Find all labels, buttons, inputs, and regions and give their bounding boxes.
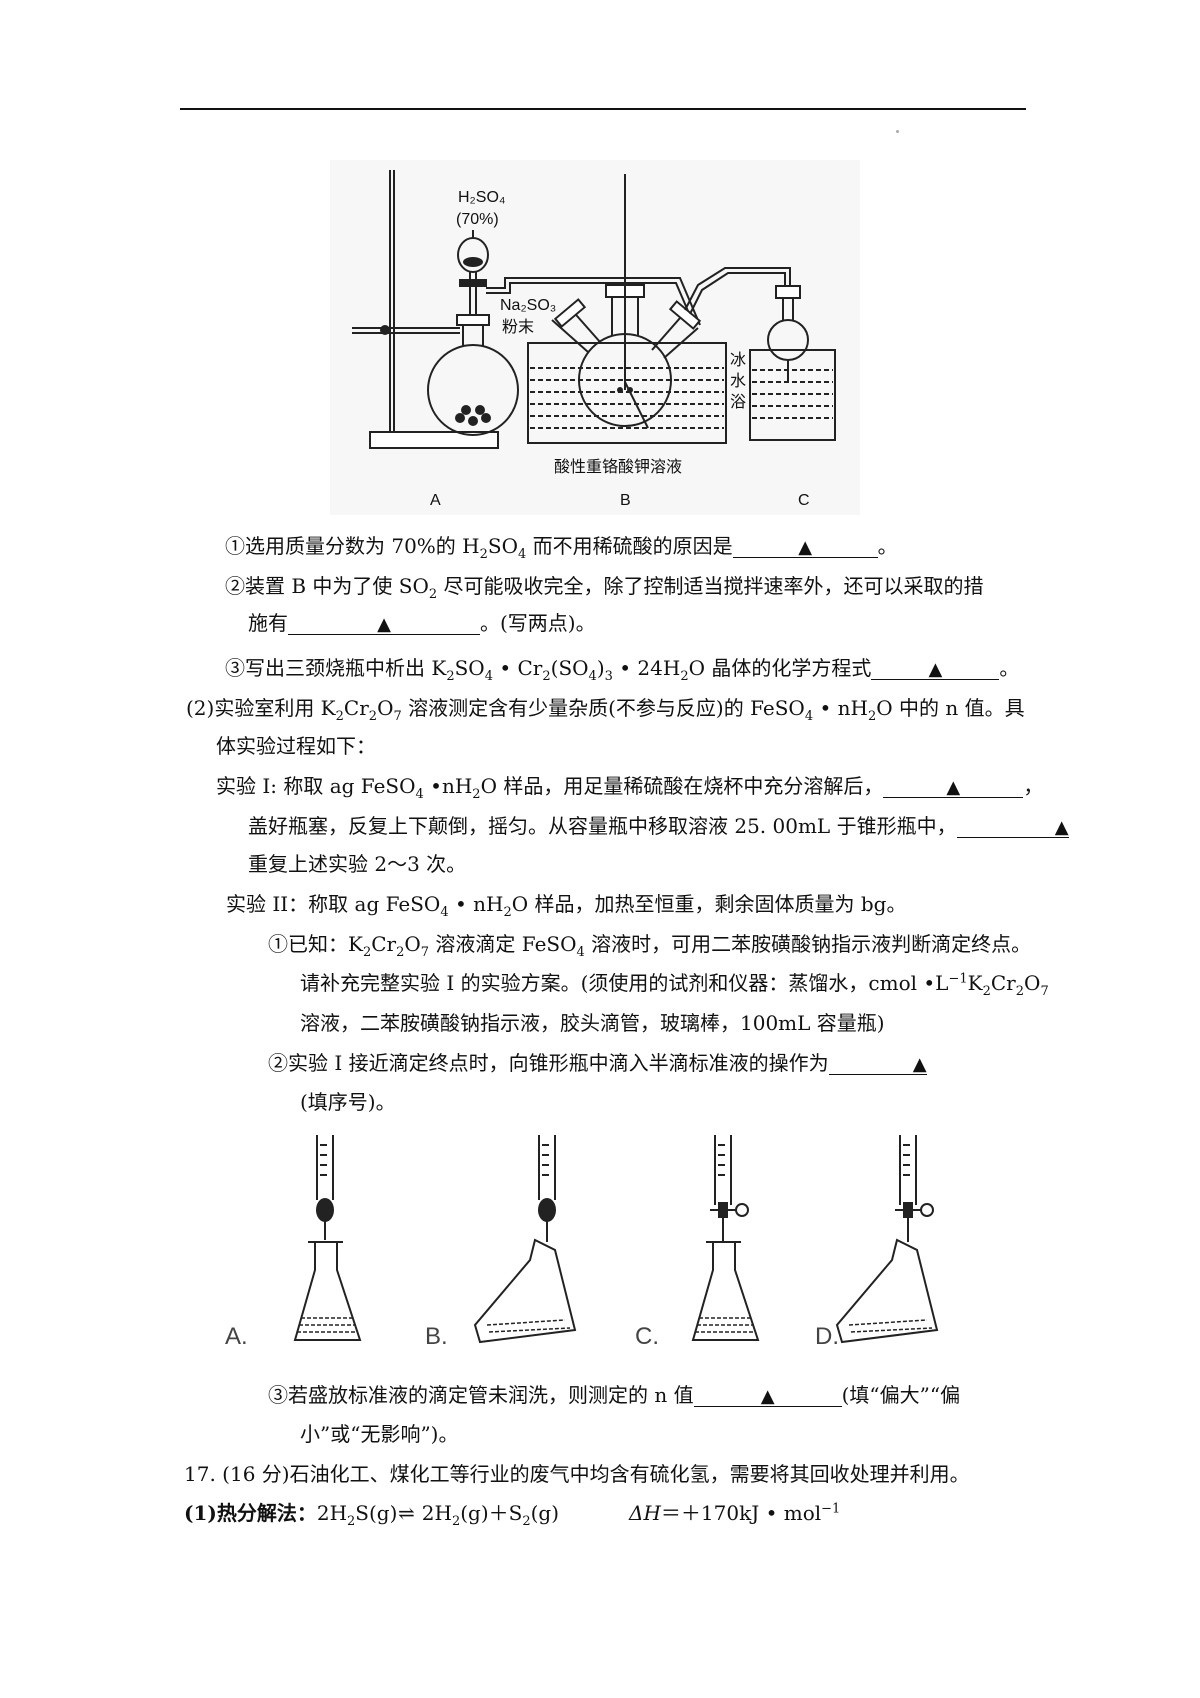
label-h2so4: H₂SO₄ [458, 189, 505, 206]
titration-options-figure: A. B. C. D. [225, 1135, 939, 1350]
option-b-label: B. [425, 1323, 448, 1350]
question-3b-line-2: 小”或“无影响”)。 [300, 1422, 459, 1446]
experiment-1-line-3: 重复上述实验 2～3 次。 [248, 852, 467, 876]
label-a: A [430, 492, 441, 509]
method-2-line-1: ②实验 I 接近滴定终点时，向锥形瓶中滴入半滴标准液的操作为▲ [268, 1051, 927, 1075]
answer-blank[interactable]: ▲ [288, 612, 480, 635]
answer-blank[interactable]: ▲ [883, 775, 1024, 798]
experiment-2: 实验 II：称取 ag FeSO4 • nH2O 样品，加热至恒重，剩余固体质量… [226, 892, 907, 920]
label-ice-2: 水 [730, 372, 746, 390]
answer-blank[interactable]: ▲ [693, 1384, 842, 1407]
experiment-1-line-1: 实验 I: 称取 ag FeSO4 •nH2O 样品，用足量稀硫酸在烧杯中充分溶… [216, 774, 1044, 802]
option-d-label: D. [815, 1323, 839, 1350]
part-2-line-2: 体实验过程如下： [216, 734, 376, 758]
question-3b-line-1: ③若盛放标准液的滴定管未润洗，则测定的 n 值▲(填“偏大”“偏 [268, 1383, 961, 1407]
option-c-label: C. [635, 1323, 659, 1350]
answer-blank[interactable]: ▲ [956, 815, 1069, 838]
question-17: 17. (16 分)石油化工、煤化工等行业的废气中均含有硫化氢，需要将其回收处理… [184, 1462, 970, 1486]
label-ice-1: 冰 [730, 351, 746, 369]
known-1: ①已知：K2Cr2O7 溶液滴定 FeSO4 溶液时，可用二苯胺磺酸钠指示液判断… [268, 932, 1032, 960]
label-na2so3: Na₂SO₃ [500, 297, 556, 314]
label-h2so4-conc: (70%) [456, 211, 499, 228]
label-b: B [620, 492, 631, 509]
speck [896, 130, 899, 133]
label-ice-3: 浴 [730, 393, 746, 411]
label-c: C [798, 492, 810, 509]
option-a-label: A. [225, 1323, 248, 1350]
question-3: ③写出三颈烧瓶中析出 K2SO4 • Cr2(SO4)3 • 24H2O 晶体的… [225, 656, 1020, 684]
answer-blank[interactable]: ▲ [732, 535, 878, 558]
question-2-line-2: 施有▲。(写两点)。 [248, 611, 596, 635]
label-powder: 粉末 [502, 318, 534, 336]
answer-blank[interactable]: ▲ [871, 657, 1000, 680]
known-2: 请补充完整实验 I 的实验方案。(须使用的试剂和仪器：蒸馏水，cmol •L−1… [300, 971, 1049, 999]
reaction-1: (1)热分解法：2H2S(g)⇌ 2H2(g)＋S2(g)ΔH＝＋170kJ •… [184, 1501, 841, 1529]
label-solution: 酸性重铬酸钾溶液 [554, 457, 682, 476]
answer-blank[interactable]: ▲ [828, 1052, 927, 1075]
experiment-1-line-2: 盖好瓶塞，反复上下颠倒，摇匀。从容量瓶中移取溶液 25. 00mL 于锥形瓶中，… [248, 814, 1069, 838]
question-2-line-1: ②装置 B 中为了使 SO2 尽可能吸收完全，除了控制适当搅拌速率外，还可以采取… [225, 574, 984, 602]
apparatus-figure: H₂SO₄ (70%) Na₂SO₃ 粉末 冰 水 浴 酸性重铬酸钾溶液 A B… [330, 160, 860, 515]
question-1: ①选用质量分数为 70%的 H2SO4 而不用稀硫酸的原因是▲。 [225, 534, 898, 562]
part-2-line-1: (2)实验室利用 K2Cr2O7 溶液测定含有少量杂质(不参与反应)的 FeSO… [186, 696, 1025, 724]
method-2-line-2: (填序号)。 [300, 1090, 396, 1114]
header-rule [180, 108, 1026, 110]
known-3: 溶液，二苯胺磺酸钠指示液，胶头滴管，玻璃棒，100mL 容量瓶) [300, 1011, 885, 1035]
